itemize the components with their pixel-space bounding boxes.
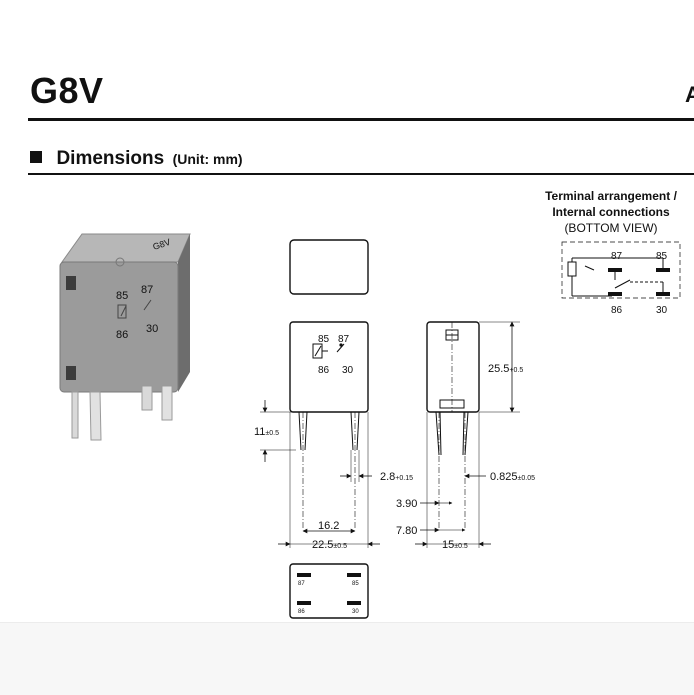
svg-text:22.5±0.5: 22.5±0.5 [312,539,347,551]
dim-height-value: 25.5 [488,363,509,375]
dim-width: 22.5±0.5 [278,412,380,551]
front-pin-86: 86 [318,365,330,376]
bottom-view: 87 85 86 30 [289,563,369,619]
svg-text:0.825±0.05: 0.825±0.05 [490,471,535,483]
top-view [289,239,369,295]
dim-offset-b-value: 7.80 [396,525,417,537]
dim-pitch: 16.2 [302,520,356,534]
svg-text:25.5+0.5: 25.5+0.5 [488,363,523,375]
dim-pin-width: 2.8+0.15 [340,450,413,483]
bottom-pin-30: 30 [352,609,359,615]
dim-height: 25.5+0.5 [479,321,523,413]
header-rule [28,118,694,121]
dim-pin-width-value: 2.8 [380,471,395,483]
relay-photo: G8V 85 87 86 30 [59,233,191,441]
dim-height-tol: +0.5 [509,367,523,374]
terminal-caption-line3: (BOTTOM VIEW) [564,221,658,235]
section-heading: Dimensions (Unit: mm) [30,148,243,170]
schem-pin-86: 86 [611,305,623,316]
schem-pin-85: 85 [656,251,668,262]
photo-pin-87: 87 [141,284,153,296]
photo-pin-85: 85 [116,290,128,302]
terminal-caption-line1: Terminal arrangement / [545,189,677,203]
svg-text:15±0.5: 15±0.5 [442,539,468,551]
svg-text:2.8+0.15: 2.8+0.15 [380,471,413,483]
terminal-schematic: 87 85 86 30 [561,241,681,316]
front-pin-85: 85 [318,334,330,345]
side-view [426,321,480,530]
dim-offset-a-value: 3.90 [396,498,417,510]
dim-pin-length-value: 11 [254,426,265,438]
terminal-caption: Terminal arrangement / Internal connecti… [528,188,694,236]
front-pin-87: 87 [338,334,350,345]
bottom-pin-86: 86 [298,609,305,615]
terminal-caption-line2: Internal connections [552,205,670,219]
dim-pin-thickness-value: 0.825 [490,471,518,483]
dim-width-value: 22.5 [312,539,333,551]
page-title: G8V [30,70,104,111]
front-pin-30: 30 [342,365,354,376]
photo-pin-30: 30 [146,323,158,335]
footer-band [0,622,694,695]
dim-depth: 15±0.5 [415,412,491,551]
bottom-pin-85: 85 [352,581,359,587]
section-rule [28,173,694,175]
header-right-fragment: A [685,82,694,107]
section-bullet-icon [30,151,42,163]
schem-pin-30: 30 [656,305,668,316]
front-view: 85 87 86 30 [289,321,369,530]
dim-depth-tol: ±0.5 [454,543,468,550]
dim-offset-b: 7.80 [396,525,466,537]
dim-pin-thickness: 0.825±0.05 [464,471,535,483]
bottom-pin-87: 87 [298,581,305,587]
dim-width-tol: ±0.5 [333,543,347,550]
photo-pin-86: 86 [116,329,128,341]
dim-pin-length: 11±0.5 [254,400,296,462]
dim-offset-a: 3.90 [396,498,453,510]
section-title: Dimensions [56,148,165,169]
dim-depth-value: 15 [442,539,454,551]
dim-pitch-value: 16.2 [318,520,339,532]
dim-pin-length-tol: ±0.5 [265,430,279,437]
dim-pin-width-tol: +0.15 [395,475,413,482]
svg-text:11±0.5: 11±0.5 [254,426,279,438]
section-unit: (Unit: mm) [172,151,243,167]
dim-pin-thickness-tol: ±0.05 [518,475,536,482]
schem-pin-87: 87 [611,251,623,262]
